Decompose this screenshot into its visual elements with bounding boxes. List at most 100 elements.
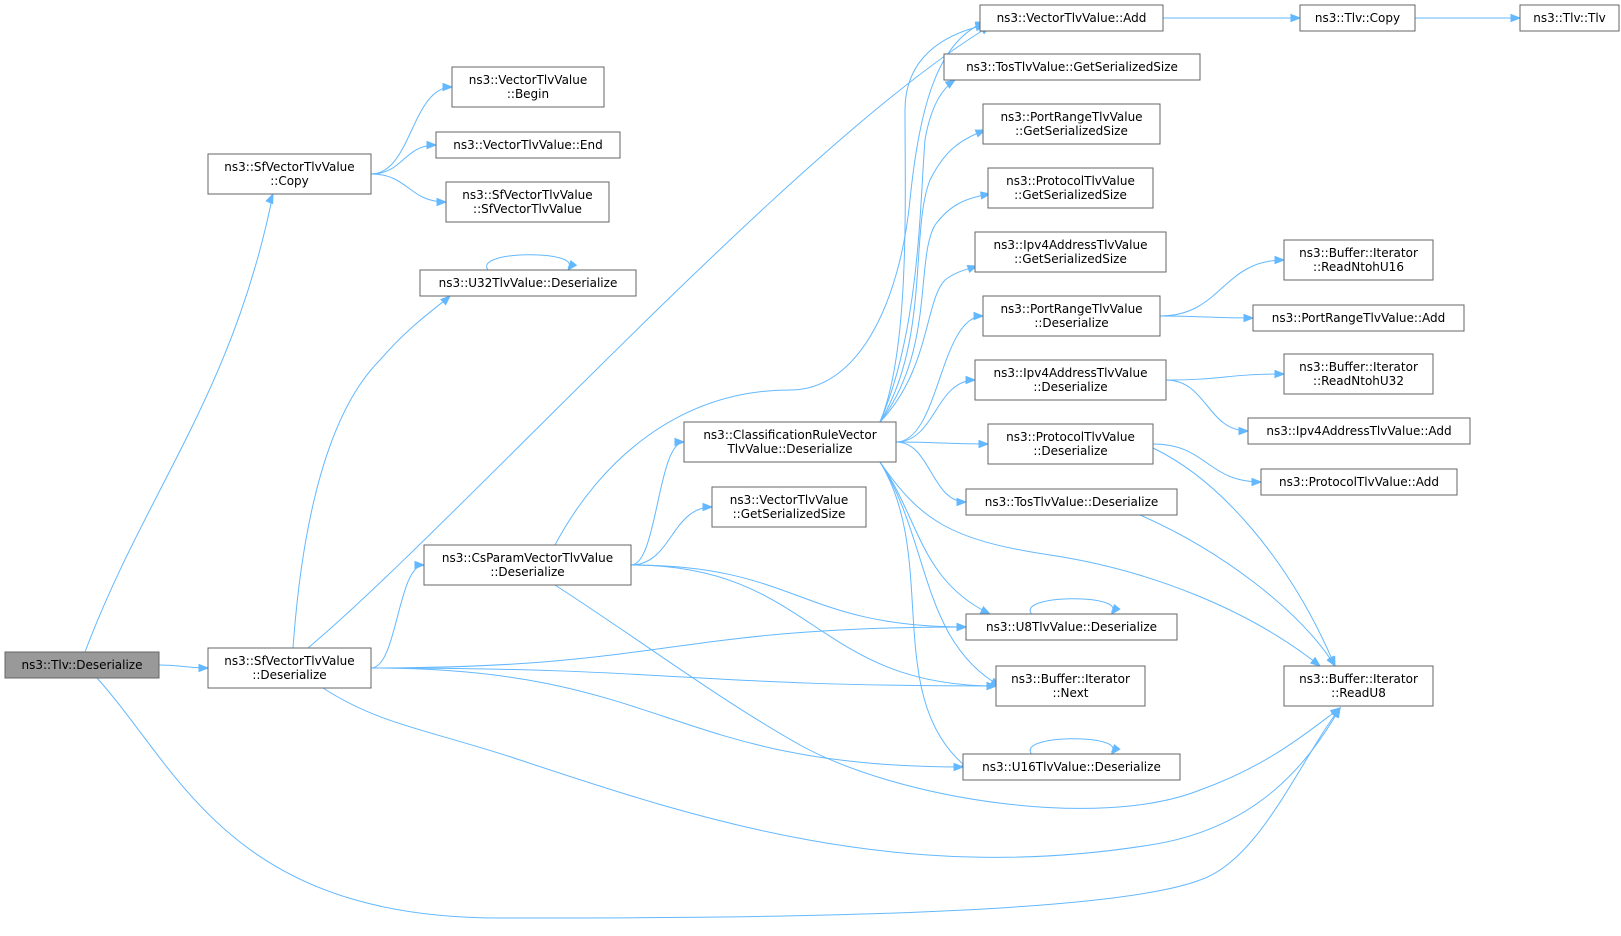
- edge-csp_deser-to-bi_readu8: [554, 584, 1342, 809]
- node-prot-gss[interactable]: ns3::ProtocolTlvValue::GetSerializedSize: [987, 167, 1154, 209]
- node-label: ns3::Tlv::Deserialize: [21, 658, 142, 672]
- node-box: [965, 613, 1178, 641]
- node-box: [445, 181, 610, 223]
- node-vtv-gss[interactable]: ns3::VectorTlvValue::GetSerializedSize: [711, 486, 867, 528]
- node-label: ::GetSerializedSize: [1015, 124, 1128, 138]
- edge-crv_deser-to-tos_gss: [879, 79, 957, 423]
- node-ipv4-deser[interactable]: ns3::Ipv4AddressTlvValue::Deserialize: [974, 359, 1167, 401]
- node-sfv-deser[interactable]: ns3::SfVectorTlvValue::Deserialize: [207, 647, 372, 689]
- edge-line: [895, 379, 976, 443]
- node-crv-deser[interactable]: ns3::ClassificationRuleVectorTlvValue::D…: [683, 421, 897, 463]
- node-tos-gss[interactable]: ns3::TosTlvValue::GetSerializedSize: [943, 53, 1201, 81]
- node-box: [1283, 353, 1434, 395]
- node-label: ns3::ProtocolTlvValue::Add: [1279, 475, 1439, 489]
- node-box: [4, 651, 160, 679]
- edge-line: [879, 461, 991, 615]
- edge-line: [1159, 259, 1285, 317]
- node-csp-deser[interactable]: ns3::CsParamVectorTlvValue::Deserialize: [423, 544, 632, 586]
- edge-line: [370, 144, 437, 175]
- node-prt-gss[interactable]: ns3::PortRangeTlvValue::GetSerializedSiz…: [982, 103, 1161, 145]
- node-box: [423, 544, 632, 586]
- node-box: [207, 153, 372, 195]
- node-sfv-copy[interactable]: ns3::SfVectorTlvValue::Copy: [207, 153, 372, 195]
- node-sfv-ctor[interactable]: ns3::SfVectorTlvValue::SfVectorTlvValue: [445, 181, 610, 223]
- node-label: ns3::SfVectorTlvValue: [224, 160, 354, 174]
- edge-arrowhead: [414, 560, 426, 570]
- node-u32-deser[interactable]: ns3::U32TlvValue::Deserialize: [419, 269, 637, 297]
- edge-tlv_deserialize-to-sfv_deser: [158, 663, 210, 673]
- node-bi-next[interactable]: ns3::Buffer::Iterator::Next: [995, 665, 1146, 707]
- node-box: [451, 66, 605, 108]
- node-box: [1519, 4, 1620, 32]
- node-label: ns3::VectorTlvValue: [730, 493, 849, 507]
- node-label: ns3::U16TlvValue::Deserialize: [982, 760, 1161, 774]
- node-ipv4-gss[interactable]: ns3::Ipv4AddressTlvValue::GetSerializedS…: [974, 231, 1167, 273]
- node-tlv-copy[interactable]: ns3::Tlv::Copy: [1299, 4, 1416, 32]
- edge-prt_deser-to-prt_add: [1159, 313, 1255, 323]
- edge-arrowhead: [1243, 313, 1255, 323]
- node-label: ::Deserialize: [252, 668, 326, 682]
- node-prot-deser[interactable]: ns3::ProtocolTlvValue::Deserialize: [987, 423, 1154, 465]
- edge-line: [554, 21, 986, 546]
- edge-crv_deser-to-u16_deser: [879, 461, 972, 771]
- edge-arrowhead: [426, 140, 438, 150]
- node-ipv4-add[interactable]: ns3::Ipv4AddressTlvValue::Add: [1247, 417, 1471, 445]
- node-prot-add[interactable]: ns3::ProtocolTlvValue::Add: [1260, 468, 1458, 496]
- edge-layer: [84, 13, 1522, 919]
- node-u8-deser[interactable]: ns3::U8TlvValue::Deserialize: [965, 613, 1178, 641]
- node-label: ns3::CsParamVectorTlvValue: [442, 551, 613, 565]
- node-vtv-end[interactable]: ns3::VectorTlvValue::End: [435, 131, 621, 159]
- edge-prt_deser-to-bi_readntohu16: [1159, 255, 1286, 317]
- node-box: [419, 269, 637, 297]
- node-vtv-add[interactable]: ns3::VectorTlvValue::Add: [979, 4, 1164, 32]
- edge-line: [630, 506, 713, 566]
- edge-line: [307, 25, 991, 649]
- edge-arrowhead: [1110, 603, 1121, 616]
- node-label: ns3::Buffer::Iterator: [1299, 672, 1418, 686]
- edge-line: [879, 129, 986, 423]
- edge-tlv_deserialize-to-sfv_copy: [84, 192, 274, 653]
- node-label: ::GetSerializedSize: [1014, 188, 1127, 202]
- edge-tos_deser-to-bi_readu8: [1139, 514, 1336, 668]
- edge-line: [1152, 443, 1262, 483]
- edge-u16_deser-to-u16_deser: [1029, 738, 1121, 756]
- edge-sfv_copy-to-vtv_end: [370, 140, 438, 175]
- node-label: ::Deserialize: [1033, 444, 1107, 458]
- node-tlv-ctor[interactable]: ns3::Tlv::Tlv: [1519, 4, 1620, 32]
- node-box: [1247, 417, 1471, 445]
- edge-arrowhead: [567, 259, 578, 272]
- node-bi-readntohu32[interactable]: ns3::Buffer::Iterator::ReadNtohU32: [1283, 353, 1434, 395]
- edge-line: [322, 687, 1341, 858]
- node-tlv-deserialize[interactable]: ns3::Tlv::Deserialize: [4, 651, 160, 679]
- node-box: [1252, 304, 1465, 332]
- node-prt-add[interactable]: ns3::PortRangeTlvValue::Add: [1252, 304, 1465, 332]
- edge-line: [879, 24, 986, 423]
- node-prt-deser[interactable]: ns3::PortRangeTlvValue::Deserialize: [982, 295, 1161, 337]
- edge-sfv_deser-to-u16_deser: [370, 667, 965, 772]
- node-tos-deser[interactable]: ns3::TosTlvValue::Deserialize: [965, 488, 1178, 516]
- node-label: ::Begin: [507, 87, 549, 101]
- node-label: ns3::SfVectorTlvValue: [462, 188, 592, 202]
- edge-arrowhead: [944, 79, 957, 89]
- edge-tlv_copy-to-tlv_ctor: [1415, 13, 1522, 23]
- node-vtv-begin[interactable]: ns3::VectorTlvValue::Begin: [451, 66, 605, 108]
- node-u16-deser[interactable]: ns3::U16TlvValue::Deserialize: [962, 753, 1181, 781]
- node-box: [435, 131, 621, 159]
- edge-arrowhead: [1274, 369, 1286, 379]
- edge-arrowhead: [442, 82, 454, 92]
- node-box: [995, 665, 1146, 707]
- node-box: [943, 53, 1201, 81]
- edge-crv_deser-to-prot_deser: [895, 439, 990, 449]
- node-label: ns3::VectorTlvValue::End: [453, 138, 602, 152]
- edge-line: [879, 461, 971, 771]
- node-label: ns3::TosTlvValue::Deserialize: [985, 495, 1159, 509]
- edge-arrowhead: [979, 606, 992, 615]
- node-bi-readu8[interactable]: ns3::Buffer::Iterator::ReadU8: [1283, 665, 1434, 707]
- edge-sfv_deser-to-u32_deser: [292, 295, 452, 649]
- edge-line: [630, 564, 997, 687]
- edge-csp_deser-to-vtv_gss: [630, 502, 714, 566]
- edge-crv_deser-to-prt_deser: [895, 311, 985, 443]
- node-bi-readntohu16[interactable]: ns3::Buffer::Iterator::ReadNtohU16: [1283, 239, 1434, 281]
- node-label: ns3::VectorTlvValue: [469, 73, 588, 87]
- edge-sfv_copy-to-vtv_begin: [370, 82, 454, 175]
